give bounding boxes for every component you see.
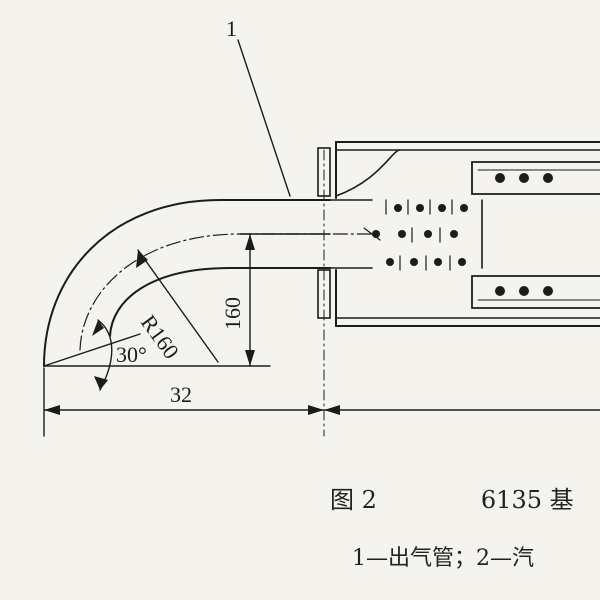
- figure-title: 6135 基: [480, 486, 574, 514]
- rivet: [519, 173, 529, 183]
- horizontal-dimension-label: 32: [170, 382, 192, 407]
- figure-caption-title: 图 2 6135 基: [330, 480, 574, 515]
- rivet: [519, 286, 529, 296]
- perforation-hole: [438, 204, 446, 212]
- angle-arrowhead: [94, 376, 108, 390]
- horizontal-dimension: [43, 367, 600, 437]
- perforation-hole: [394, 204, 402, 212]
- perforation-hole: [460, 204, 468, 212]
- rivet: [495, 286, 505, 296]
- pipe-outer-wall: [43, 199, 331, 367]
- angle-construction: [43, 249, 271, 391]
- lower-inner-tube: [471, 275, 600, 309]
- vertical-dimension-label: 160: [220, 297, 245, 330]
- vertical-dimension: [239, 233, 331, 367]
- figure-number: 图 2: [330, 486, 377, 514]
- perforation-hole: [434, 258, 442, 266]
- outlet-pipe: [43, 199, 373, 367]
- angle-label: 30°: [116, 342, 147, 367]
- perforation-hole: [424, 230, 432, 238]
- pipe-inner-continuation: [329, 199, 373, 269]
- perforation-hole: [416, 204, 424, 212]
- radius-line: [137, 249, 219, 363]
- radius-arrowhead: [136, 250, 148, 268]
- pipe-centerline: [79, 233, 373, 351]
- figure-legend: 1—出气管；2—汽: [352, 546, 534, 571]
- angle-arrowhead: [92, 320, 104, 336]
- body-top-curve: [335, 149, 401, 197]
- perforation-hole: [386, 258, 394, 266]
- perforation-dash-marks: [363, 199, 453, 271]
- rivet: [543, 173, 553, 183]
- perforation-hole: [410, 258, 418, 266]
- rivet: [543, 286, 553, 296]
- perforation-hole: [458, 258, 466, 266]
- rivet: [495, 173, 505, 183]
- upper-inner-tube: [471, 161, 600, 195]
- callout-leader-line: [237, 39, 291, 197]
- pipe-inner-wall: [109, 267, 331, 337]
- callout-number: 1: [226, 16, 237, 41]
- perforation-hole: [398, 230, 406, 238]
- perforation-hole: [450, 230, 458, 238]
- muffler-body: [317, 141, 600, 437]
- part-callout: 1: [226, 16, 291, 197]
- angle-ray: [43, 333, 141, 367]
- perforations: [372, 204, 468, 266]
